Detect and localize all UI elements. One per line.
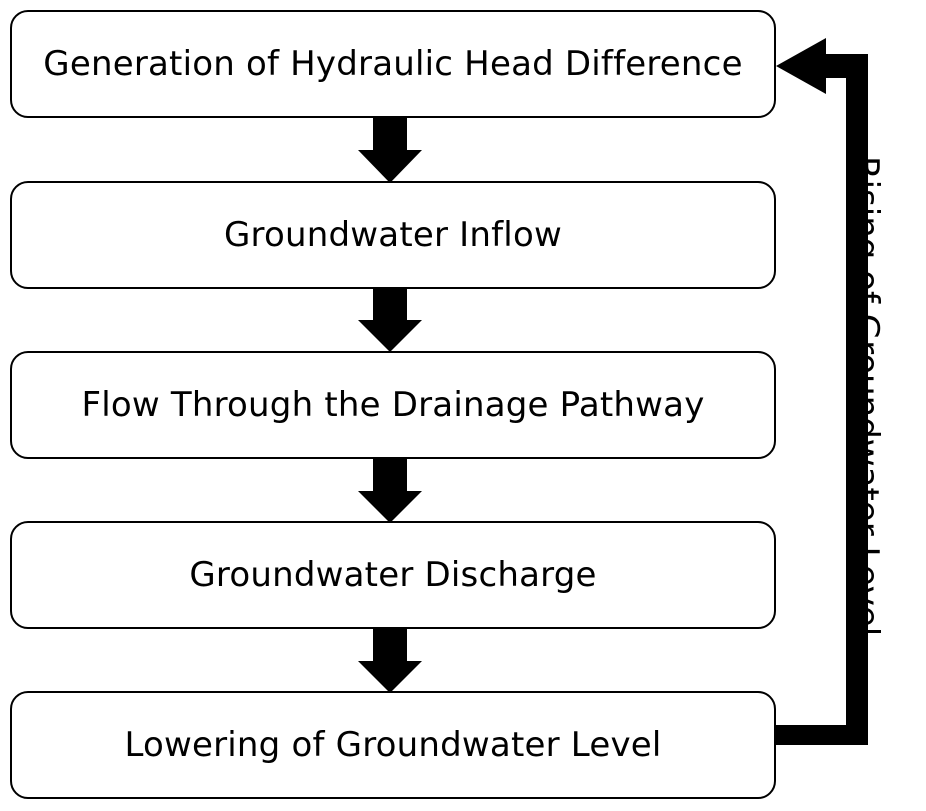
step-box-drainage-flow: Flow Through the Drainage Pathway xyxy=(10,351,776,459)
down-arrow-1 xyxy=(358,118,422,183)
down-arrow-3 xyxy=(358,459,422,523)
feedback-label: Rising of Groundwater Level xyxy=(846,156,886,637)
step-label: Lowering of Groundwater Level xyxy=(124,725,662,765)
step-box-discharge: Groundwater Discharge xyxy=(10,521,776,629)
step-label: Groundwater Inflow xyxy=(224,215,562,255)
step-label: Generation of Hydraulic Head Difference xyxy=(43,44,743,84)
down-arrow-4 xyxy=(358,629,422,693)
down-arrow-2 xyxy=(358,289,422,352)
feedback-arrow xyxy=(776,38,868,745)
step-box-head-difference: Generation of Hydraulic Head Difference xyxy=(10,10,776,118)
step-label: Flow Through the Drainage Pathway xyxy=(81,385,705,425)
step-box-lowering: Lowering of Groundwater Level xyxy=(10,691,776,799)
step-label: Groundwater Discharge xyxy=(189,555,597,595)
step-box-inflow: Groundwater Inflow xyxy=(10,181,776,289)
